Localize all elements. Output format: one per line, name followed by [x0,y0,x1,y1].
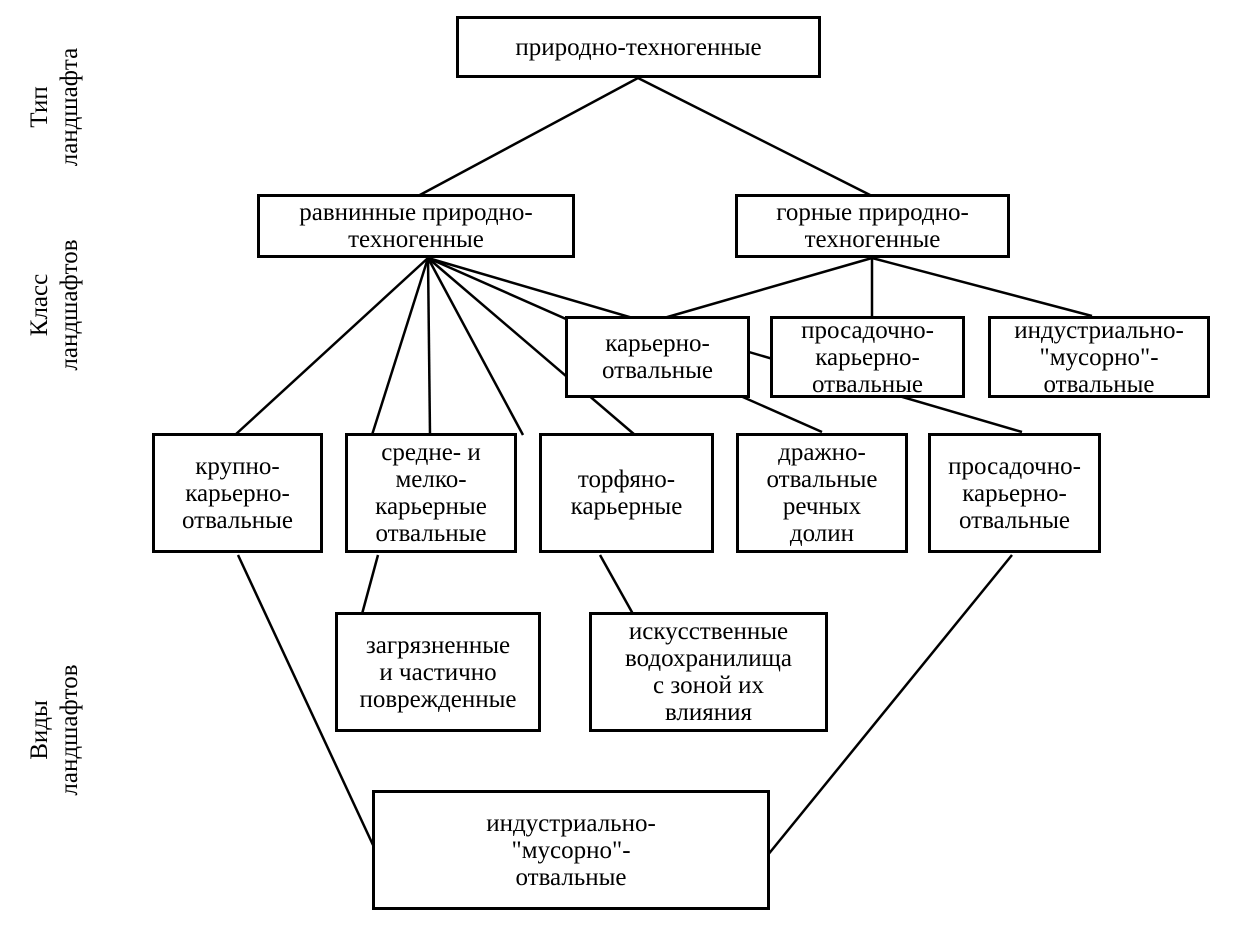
connector-peat-reservoirs [598,554,635,615]
side-label-type: Тип ландшафта [26,47,83,167]
connector-plain-medium-2 [426,257,432,436]
connector-root-plain [417,76,639,198]
node-peat-quarry: торфяно- карьерные [539,433,714,553]
node-mountain-natural-technogenic: горные природно- техногенные [735,194,1010,258]
node-polluted-partially-damaged: загрязненные и частично поврежденные [335,612,541,732]
node-industrial-waste-dump-upper: индустриально- "мусорно"- отвальные [988,316,1210,398]
node-large-quarry-dump: крупно- карьерно- отвальные [152,433,323,553]
side-label-class: Класс ландшафтов [26,239,83,371]
node-industrial-waste-dump-lower: индустриально- "мусорно"- отвальные [372,790,770,910]
connector-plain-medium [370,257,430,436]
node-subsidence-quarry-dump-upper: просадочно- карьерно- отвальные [770,316,965,398]
node-plain-natural-technogenic: равнинные природно- техногенные [257,194,575,258]
connector-plain-large [234,257,429,436]
connector-large-industrial [236,554,375,846]
node-natural-technogenic: природно-техногенные [456,16,821,78]
side-label-species: Виды ландшафтов [26,664,83,796]
node-subsidence-quarry-dump-lower: просадочно- карьерно- отвальные [928,433,1101,553]
connector-medium-polluted [360,554,380,615]
node-medium-small-quarry-dump: средне- и мелко- карьерные отвальные [345,433,517,553]
connector-subsidence-industrial [766,554,1013,857]
connector-plain-peat [426,257,525,436]
node-artificial-reservoirs: искусственные водохранилища с зоной их в… [589,612,828,732]
node-quarry-dump: карьерно- отвальные [565,316,750,398]
connector-plain-peat-2 [427,257,636,436]
connector-root-mountain [637,76,873,198]
connector-mountain-quarry [663,256,873,320]
connector-mountain-industrial [871,256,1093,318]
node-dredge-dump-river-valleys: дражно- отвальные речных долин [736,433,908,553]
